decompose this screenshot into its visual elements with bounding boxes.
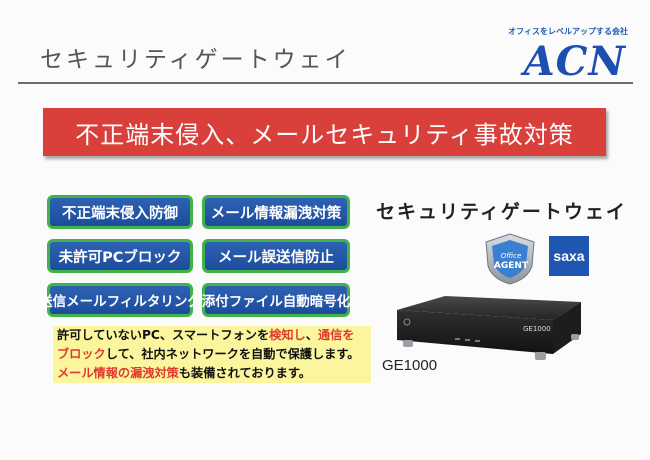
- header-divider: [18, 82, 633, 84]
- desc-text: 許可していないPC、スマートフォンを: [57, 328, 270, 342]
- feature-label: メール情報漏洩対策: [210, 205, 342, 222]
- desc-highlight: ブロック: [57, 347, 106, 361]
- office-agent-badge: Office AGENT: [485, 233, 535, 285]
- feature-box: メール情報漏洩対策: [202, 195, 350, 229]
- feature-label: 未許可PCブロック: [58, 249, 182, 266]
- company-logo: オフィスをレベルアップする会社 ACN: [508, 26, 628, 85]
- badge-agent-small: Office: [501, 252, 522, 260]
- desc-text: も装備されております。: [178, 366, 311, 380]
- feature-box: 不正端末侵入防御: [47, 195, 193, 229]
- desc-highlight: 通信を: [317, 328, 355, 342]
- headline-banner: 不正端末侵入、メールセキュリティ事故対策: [43, 108, 606, 156]
- description-line-2: ブロックして、社内ネットワークを自動で保護します。: [57, 345, 367, 364]
- badge-agent-big: AGENT: [494, 261, 529, 271]
- headline-text: 不正端末侵入、メールセキュリティ事故対策: [75, 120, 574, 149]
- desc-text: 、: [305, 328, 318, 342]
- device-front-label: GE1000: [523, 325, 551, 333]
- description-box: 許可していないPC、スマートフォンを検知し、通信を ブロックして、社内ネットワー…: [53, 326, 371, 383]
- product-title: セキュリティゲートウェイ: [376, 201, 627, 223]
- feature-label: 送信メールフィルタリング: [39, 294, 201, 310]
- feature-label: メール誤送信防止: [218, 249, 334, 266]
- desc-highlight: 検知し: [269, 328, 306, 342]
- feature-label: 不正端末侵入防御: [62, 205, 178, 222]
- feature-label: 添付ファイル自動暗号化: [201, 294, 351, 310]
- page-title: セキュリティゲートウェイ: [40, 47, 351, 73]
- logo-text: ACN: [523, 38, 626, 85]
- saxa-logo: saxa: [549, 236, 589, 276]
- saxa-text: saxa: [553, 248, 585, 264]
- description-line-3: メール情報の漏洩対策も装備されております。: [57, 364, 367, 383]
- model-label: GE1000: [382, 357, 438, 374]
- logo-tagline: オフィスをレベルアップする会社: [508, 27, 628, 36]
- feature-box: 未許可PCブロック: [47, 239, 193, 273]
- desc-highlight: メール情報の漏洩対策: [57, 366, 179, 380]
- feature-box: 送信メールフィルタリング: [39, 283, 201, 317]
- ge1000-device-image: GE1000: [397, 296, 581, 360]
- feature-box: 添付ファイル自動暗号化: [202, 283, 350, 317]
- desc-text: して、社内ネットワークを自動で保護します。: [105, 347, 360, 361]
- feature-box: メール誤送信防止: [202, 239, 350, 273]
- description-line-1: 許可していないPC、スマートフォンを検知し、通信を: [57, 326, 367, 345]
